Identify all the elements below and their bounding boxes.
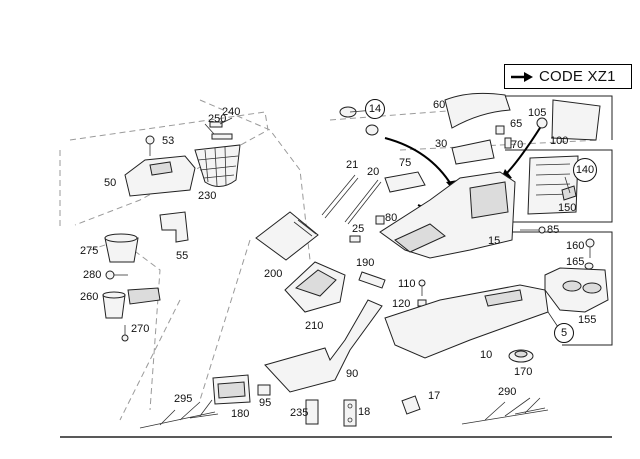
callout-80: 80 [385,212,398,224]
part-85-shape [520,226,546,234]
part-155-shape [544,267,609,313]
part-275-shape [104,233,139,263]
callout-25: 25 [352,223,365,235]
vehicle-outline-ghost [59,99,601,421]
callout-75: 75 [399,157,412,169]
callout-18: 18 [358,406,371,418]
callout-55: 55 [176,250,189,262]
part-190-shape [358,271,386,289]
callout-200: 200 [264,268,283,280]
callout-60: 60 [433,99,446,111]
part-260-shape [102,287,161,319]
callout-95: 95 [259,397,272,409]
callout-20: 20 [367,166,380,178]
part-60-shape [444,92,511,129]
part-230-shape [194,144,241,187]
part-17-shape [401,395,421,415]
callout-120: 120 [392,298,411,310]
callout-170: 170 [514,366,533,378]
part-10-shape [384,284,549,359]
callout-30: 30 [435,138,448,150]
part-180-shape [212,374,251,405]
callout-100: 100 [550,135,569,147]
callout-53: 53 [162,135,175,147]
part-20-21-shapes [321,174,382,225]
part-90-shape [264,299,383,393]
callout-235: 235 [290,407,309,419]
part-30-shape [451,139,495,165]
callout-65: 65 [510,118,523,130]
part-270-shape [121,325,129,342]
callout-190: 190 [356,257,375,269]
callout-10: 10 [480,349,493,361]
callout-260: 260 [80,291,99,303]
callout-165: 165 [566,256,585,268]
callout-230: 230 [198,190,217,202]
callout-280: 280 [83,269,102,281]
part-15-shape [379,171,516,259]
part-160-165-shapes [584,238,595,270]
callout-17: 17 [428,390,441,402]
callout-150: 150 [558,202,577,214]
callout-70: 70 [511,139,524,151]
callout-5-circled: 5 [554,323,574,343]
part-75-shape [384,171,426,193]
part-25-80-shapes [349,215,385,243]
callout-110: 110 [398,278,416,290]
callout-180: 180 [231,408,250,420]
part-14-shape [339,106,379,136]
callout-240: 240 [222,106,241,118]
part-50-shape [124,155,196,197]
detail-frames [505,95,613,346]
code-label: CODE XZ1 [539,68,616,85]
part-235-shape [305,399,319,425]
part-53-shape [145,135,155,156]
part-18-shape [343,399,357,427]
part-55-shape [159,211,189,243]
part-140-150-shapes [527,155,579,215]
callout-85: 85 [547,224,560,236]
callout-270: 270 [131,323,150,335]
part-65-70-shapes [495,125,512,149]
arrow-right-icon [511,71,533,82]
callout-140-circled: 140 [573,158,597,182]
callout-210: 210 [305,320,324,332]
part-210-shape [284,261,346,313]
ground-marks [139,397,549,429]
callout-295: 295 [174,393,193,405]
callout-105: 105 [528,107,547,119]
part-200-shape [255,211,319,261]
callout-290: 290 [498,386,517,398]
part-170-shape [508,349,534,363]
part-95-shape [257,384,271,396]
callout-90: 90 [346,368,359,380]
part-280-shape [105,270,128,280]
callout-275: 275 [80,245,99,257]
code-legend-box: CODE XZ1 [504,64,632,89]
part-240-250-shapes [209,121,233,140]
callout-14-circled: 14 [365,99,385,119]
callout-250: 250 [208,113,227,125]
callout-21: 21 [346,159,359,171]
part-110-120-shapes [417,279,427,307]
callout-15: 15 [488,235,501,247]
part-100-105-shapes [536,99,601,141]
callout-155: 155 [578,314,597,326]
callout-160: 160 [566,240,585,252]
callout-50: 50 [104,177,117,189]
